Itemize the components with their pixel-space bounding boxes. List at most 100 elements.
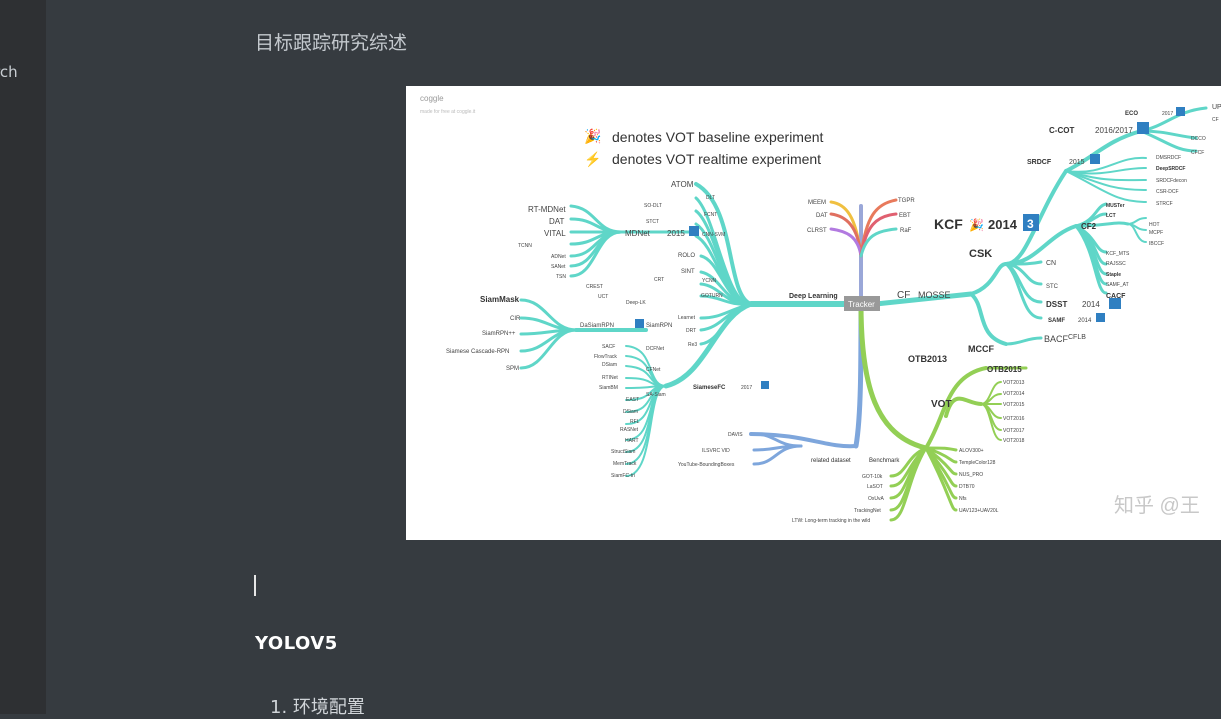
otb2015-label: OTB2015: [987, 365, 1022, 374]
cf-left-dat: DAT: [549, 217, 565, 226]
bench-right-nuspro: NUS_PRO: [959, 472, 983, 478]
kcf-badge: 3: [1027, 217, 1034, 231]
dsst-year: 2014: [1082, 300, 1100, 309]
eco-year: 2017: [1162, 111, 1173, 117]
sidebar-search-label[interactable]: rch: [0, 63, 18, 81]
cf-right-stc: STC: [1046, 284, 1059, 290]
kcf-party-icon: 🎉: [969, 218, 984, 232]
far-right-deepsrdcf: DeepSRDCF: [1156, 166, 1185, 172]
dl-dlt: DLT: [706, 195, 715, 201]
cf-right-cflb: CFLB: [1068, 334, 1086, 341]
legend-realtime: denotes VOT realtime experiment: [612, 151, 821, 167]
siam-left-cir: CIR: [510, 316, 521, 322]
vot-label: VOT: [931, 399, 952, 410]
dl-goturn: GOTURN: [701, 293, 723, 299]
bench-got10k: GOT-10k: [862, 474, 883, 480]
siamfc-dcfnet: DCFNet: [646, 346, 665, 352]
dl-re3: Re3: [688, 342, 697, 348]
party-icon: 🎉: [584, 128, 601, 145]
otb2013-label: OTB2013: [908, 354, 947, 364]
text-cursor: [254, 575, 256, 596]
cf-right-srdcf: SRDCF: [1027, 159, 1052, 166]
cf-right-lct: LCT: [1106, 213, 1116, 219]
siamfc-sasiam: SA-Siam: [646, 392, 666, 398]
far-right-kcfmts: KCF_MTS: [1106, 251, 1130, 257]
dl-sodlt: SO-DLT: [644, 203, 662, 209]
bench-right-alov: ALOV300+: [959, 448, 984, 454]
tracker-center-box: [844, 296, 880, 311]
siamfc-rasnet: RASNet: [620, 427, 639, 433]
far-right-mcpf: MCPF: [1149, 230, 1163, 236]
atom-label: ATOM: [671, 180, 694, 189]
eco-badge: [1176, 107, 1185, 116]
siam-left-siammask: SiamMask: [480, 295, 520, 304]
dl-drt: DRT: [686, 328, 696, 334]
far-right-dcco: DCCO: [1191, 136, 1206, 142]
siamesefc-label: SiameseFC: [693, 385, 726, 391]
far-right-strcf: STRCF: [1156, 201, 1173, 207]
siamfc-structsiam: StructSiam: [611, 449, 635, 455]
mdnet-year: 2015: [667, 229, 685, 238]
dl-stct: STCT: [646, 219, 659, 225]
dl-cnnsvm: CNN-SVM: [702, 232, 725, 238]
mindmap-brand-sub: made for free at coggle.it: [420, 109, 476, 115]
bench-oxuva: OxUvA: [868, 496, 885, 502]
cf-right-ccot: C-COT: [1049, 126, 1074, 135]
dl-deeplk: Deep-LK: [626, 300, 646, 306]
csk-label: CSK: [969, 248, 992, 260]
bench-trackingnet: TrackingNet: [854, 508, 881, 514]
samf-badge: [1096, 313, 1105, 322]
siamfc-siamfctri: SiamFC-tri: [611, 473, 635, 479]
vot-2017: VOT2017: [1003, 428, 1025, 434]
far-right-cf: CF: [1212, 117, 1219, 123]
bench-right-templecolor: TempleColor128: [959, 460, 996, 466]
deep-learning-label: Deep Learning: [789, 293, 838, 300]
siamfc-dsiam-b: DSiam: [623, 409, 638, 415]
mosse-label: MOSSE: [918, 290, 951, 300]
siamfc-memtrack: MemTrack: [613, 461, 637, 467]
siamfc-flowtrack: FlowTrack: [594, 354, 617, 360]
top-left-dat: DAT: [816, 213, 828, 219]
ccot-badge: [1137, 122, 1149, 134]
siamfc-dsiam-a: DSiam: [602, 362, 617, 368]
mindmap-diagram: coggle made for free at coggle.it 🎉 deno…: [420, 94, 1221, 524]
mdnet-badge: [689, 226, 699, 236]
top-right-raf: RaF: [900, 228, 912, 234]
bench-right-nfs: Nfs: [959, 496, 967, 502]
mindmap-image: coggle made for free at coggle.it 🎉 deno…: [406, 86, 1221, 540]
sidebar: rch: [0, 0, 46, 714]
siamfc-hart: HART: [625, 438, 639, 444]
dasiamrpn-badge: [635, 319, 644, 328]
siamfc-sacf: SACF: [602, 344, 615, 350]
dl-rolo: ROLO: [678, 253, 695, 259]
small-left-sanet: SANet: [551, 264, 566, 270]
cf-right-samf: SAMF: [1048, 318, 1065, 324]
lightning-icon: ⚡: [584, 151, 601, 168]
far-right-dmsrdcf: DMSRDCF: [1156, 155, 1181, 161]
siamfc-rtinet: RTINet: [602, 375, 618, 381]
siamesefc-year: 2017: [741, 385, 752, 391]
related-dataset-label: related dataset: [811, 458, 851, 464]
kcf-badge-box: [1023, 214, 1039, 231]
cf-left-rtmdnet: RT-MDNet: [528, 205, 566, 214]
siam-left-spm: SPM: [506, 366, 519, 372]
mdnet-label: MDNet: [625, 229, 651, 238]
far-right-cfcf: CFCF: [1191, 150, 1204, 156]
zhihu-watermark: 知乎 @王: [1114, 494, 1200, 517]
tracker-center-label: Tracker: [848, 300, 875, 309]
small-left-tsn: TSN: [556, 274, 566, 280]
dl-sint: SINT: [681, 269, 695, 275]
srdcf-year: 2015: [1069, 159, 1085, 166]
far-right-srdcfdecon: SRDCFdecon: [1156, 178, 1187, 184]
siamrpn-label: SiamRPN: [646, 323, 672, 329]
dataset-ilsvrc: ILSVRC VID: [702, 448, 730, 454]
kcf-label: KCF: [934, 216, 963, 232]
cf-right-muster: MUSTer: [1106, 203, 1125, 209]
dl-uct: UCT: [598, 294, 608, 300]
vot-2015: VOT2015: [1003, 402, 1025, 408]
benchmark-label: Benchmark: [869, 458, 900, 464]
siamfc-rfl: RFL: [630, 419, 640, 425]
cf-right-cn: CN: [1046, 260, 1056, 267]
siam-left-cascade: Siamese Cascade-RPN: [446, 349, 509, 355]
bench-ltw: LTW: Long-term tracking in the wild: [792, 518, 870, 524]
